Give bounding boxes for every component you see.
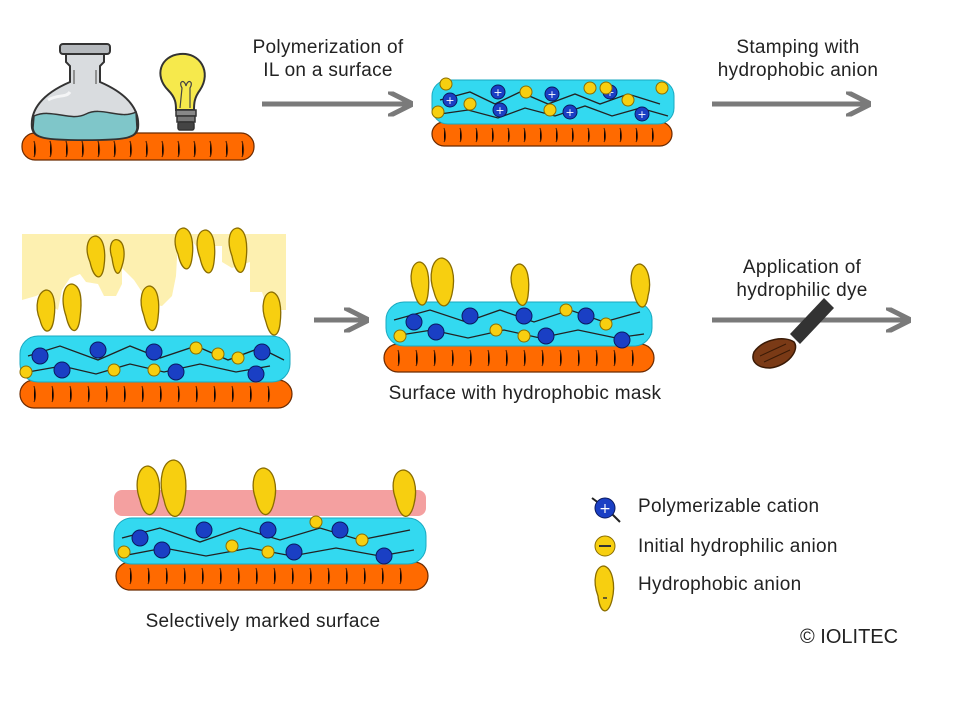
svg-text:+: + [547,88,556,101]
polymerizable-cation: + [544,86,560,102]
polymerizable-cation: + [442,92,458,108]
legend-hydrophobic-anion-label: Hydrophobic anion [638,574,802,595]
mask-caption: Surface with hydrophobic mask [388,383,662,404]
application-label: Application of hydrophilic dye [700,256,904,302]
polymerizable-cation: + [634,106,650,122]
marked-hydrophobic-anions [136,459,417,517]
svg-text:+: + [599,501,611,517]
legend-hydrophilic-anion-icon [594,535,616,557]
svg-text:+: + [565,106,574,119]
application-label-line1: Application of [742,257,862,278]
svg-text:+: + [495,104,504,117]
hydrophobic-anions-stamp [36,227,282,336]
legend-hydrophobic-anion-icon [594,565,615,612]
paintbrush-icon [752,298,834,369]
stamping-label: Stamping with hydrophobic anion [694,36,902,82]
polymerization-label: Polymerization of IL on a surface [228,36,428,82]
stamping-label-line1: Stamping with [736,37,860,58]
flask-icon [30,43,140,142]
stamp-row-ions [19,341,271,383]
polymerizable-cation: + [562,104,578,120]
svg-text:+: + [637,108,646,121]
application-label-line2: hydrophilic dye [736,280,868,301]
marked-caption: Selectively marked surface [145,611,381,632]
lightbulb-icon [159,52,206,131]
mask-row-ions [393,303,631,349]
polymerizable-cation: + [490,84,506,100]
anions-1 [431,77,669,119]
polymerization-label-line1: Polymerization of [252,37,404,58]
svg-text:+: + [445,94,454,107]
stamping-label-line2: hydrophobic anion [717,60,879,81]
marked-row-ions [117,515,393,565]
legend-hydrophilic-anion-label: Initial hydrophilic anion [638,536,838,557]
polymerization-label-line2: IL on a surface [263,60,393,81]
mask-hydrophobic-anions [410,257,651,308]
legend-cation-icon: + [591,497,621,523]
copyright: © IOLITEC [800,626,899,648]
polymerizable-cation: + [492,102,508,118]
legend-cation-label: Polymerizable cation [638,496,820,517]
svg-text:+: + [493,86,502,99]
